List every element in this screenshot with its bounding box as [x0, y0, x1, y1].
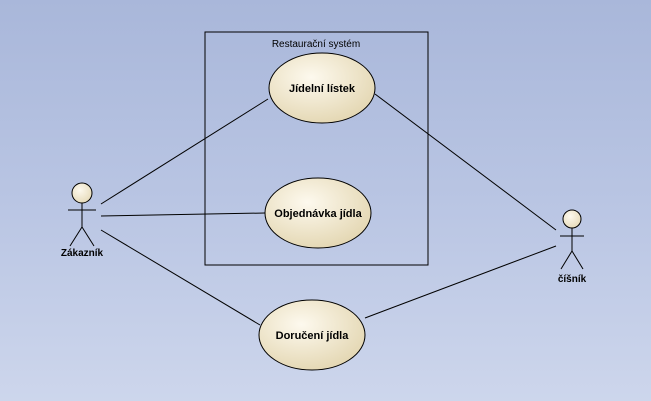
association-customer-order[interactable] — [100, 212, 266, 217]
use-case-order-label: Objednávka jídla — [274, 208, 362, 220]
use-case-menu-label: Jídelní lístek — [289, 83, 356, 95]
use-case-order[interactable]: Objednávka jídla — [264, 177, 372, 249]
actor-waiter-head-icon — [562, 209, 582, 229]
use-case-delivery-label: Doručení jídla — [276, 330, 350, 342]
use-case-delivery[interactable]: Doručení jídla — [258, 299, 366, 371]
system-boundary-title: Restaurační systém — [272, 39, 360, 50]
actor-waiter[interactable]: číšník — [558, 209, 587, 285]
association-waiter-delivery[interactable] — [364, 245, 557, 319]
system-boundary[interactable] — [204, 31, 429, 266]
association-customer-delivery[interactable] — [100, 229, 261, 326]
use-case-menu[interactable]: Jídelní lístek — [268, 52, 376, 124]
actor-customer-label: Zákazník — [61, 248, 104, 259]
actor-waiter-label: číšník — [558, 274, 587, 285]
association-customer-menu[interactable] — [100, 98, 269, 205]
actor-customer-head-icon — [71, 182, 93, 204]
actor-customer[interactable]: Zákazník — [61, 182, 104, 259]
association-waiter-menu[interactable] — [374, 93, 557, 231]
